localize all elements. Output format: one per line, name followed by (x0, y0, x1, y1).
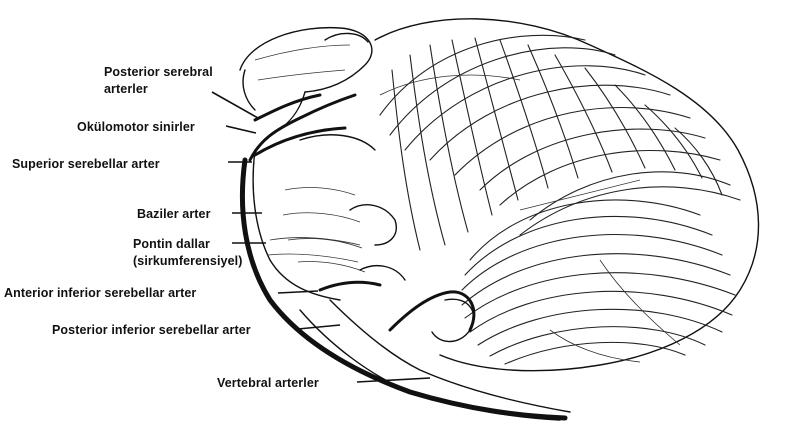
label-pica: Posterior inferior serebellar arter (52, 322, 251, 339)
pontine-branch (268, 254, 358, 262)
label-pontine-line1: Pontin dallar (133, 236, 242, 253)
posterior-inferior-cerebellar-artery (390, 292, 474, 330)
label-pontine-line2: (sirkumferensiyel) (133, 253, 242, 270)
arteries (242, 95, 565, 418)
anterior-inferior-cerebellar-artery (320, 282, 380, 290)
label-posterior-cerebral-line1: Posterior serebral (104, 64, 213, 81)
label-posterior-cerebral: Posterior serebral arterler (104, 64, 213, 98)
label-basilar: Baziler arter (137, 206, 211, 223)
label-vertebral: Vertebral arterler (217, 375, 319, 392)
label-superior-cerebellar: Superior serebellar arter (12, 156, 160, 173)
label-posterior-cerebral-line2: arterler (104, 81, 213, 98)
label-pontine: Pontin dallar (sirkumferensiyel) (133, 236, 242, 270)
label-aica: Anterior inferior serebellar arter (4, 285, 196, 302)
cerebellar-folia (380, 35, 740, 364)
posterior-cerebral-artery (255, 95, 320, 120)
superior-cerebellar-artery (255, 128, 345, 155)
label-oculomotor: Okülomotor sinirler (77, 119, 195, 136)
